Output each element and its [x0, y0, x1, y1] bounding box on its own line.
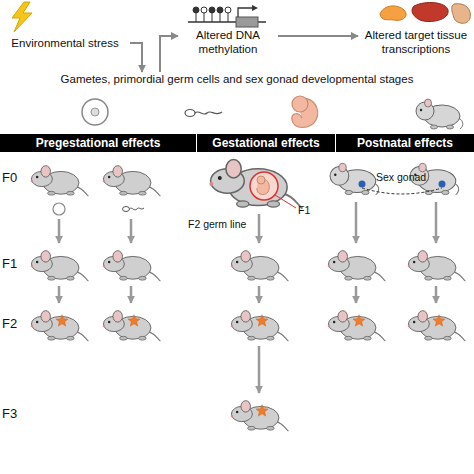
node-text: Environmental stress: [0, 36, 130, 50]
star-mark: [256, 405, 268, 416]
mouse: [103, 311, 161, 341]
section-band: Gestational effects: [197, 134, 335, 152]
flow-arrow: [130, 43, 142, 72]
gonad-dot: [359, 181, 366, 188]
mouse: [31, 166, 89, 196]
organs-icon: [380, 3, 470, 24]
stress-node: Environmental stress: [0, 36, 130, 50]
label-text: F1: [298, 204, 310, 216]
label-text: F3: [2, 406, 17, 421]
mouse: [328, 251, 386, 281]
mouse: [231, 311, 289, 341]
mouse: [231, 251, 289, 281]
fetus-icon: [292, 96, 318, 128]
star-mark: [433, 315, 445, 326]
lineage-arrows: [59, 202, 436, 393]
mouse: [408, 251, 466, 281]
methylation-node: Altered DNA methylation: [178, 28, 278, 56]
mouse: [31, 311, 89, 341]
sperm-icon: [185, 110, 222, 117]
node-text: Altered DNA methylation: [178, 28, 278, 56]
pup-icon: [416, 99, 463, 129]
star-mark: [256, 315, 268, 326]
section-band: Postnatal effects: [336, 134, 474, 152]
label-text: F1: [2, 256, 17, 271]
node-text: Pregestational effects: [0, 134, 196, 152]
lightning-icon: [12, 2, 32, 32]
methylation-icon: [188, 5, 266, 27]
pregnant-mouse: [209, 160, 302, 209]
label-text: F2: [2, 316, 17, 331]
mouse: [31, 251, 89, 281]
label-text: F2 germ line: [188, 218, 246, 230]
gonad-dot: [439, 181, 446, 188]
embryo-icon: [250, 172, 296, 208]
stage-heading: Gametes, primordial germ cells and sex g…: [0, 72, 474, 86]
dashed-line: [362, 188, 442, 194]
egg-icon: [53, 203, 65, 215]
section-band: Pregestational effects: [0, 134, 196, 152]
mouse: [103, 166, 161, 196]
node-text: Gestational effects: [197, 134, 335, 152]
node-text: Altered target tissue transcriptions: [358, 28, 474, 56]
sperm-icon: [123, 207, 145, 212]
flow-arrow: [278, 35, 358, 37]
egg-icon: [82, 99, 108, 125]
pup: [330, 163, 379, 194]
flow-arrow: [160, 36, 178, 72]
leader-line: [275, 195, 296, 208]
node-text: Postnatal effects: [336, 134, 474, 152]
star-mark: [353, 315, 365, 326]
mouse: [408, 311, 466, 341]
mouse: [103, 251, 161, 281]
star-mark: [128, 315, 140, 326]
mouse: [328, 311, 386, 341]
label-text: F0: [2, 170, 17, 185]
label-text: Sex gonad: [376, 171, 426, 183]
mouse: [231, 401, 289, 431]
node-text: Gametes, primordial germ cells and sex g…: [0, 72, 474, 86]
transcription-node: Altered target tissue transcriptions: [358, 28, 474, 56]
star-mark: [56, 315, 68, 326]
